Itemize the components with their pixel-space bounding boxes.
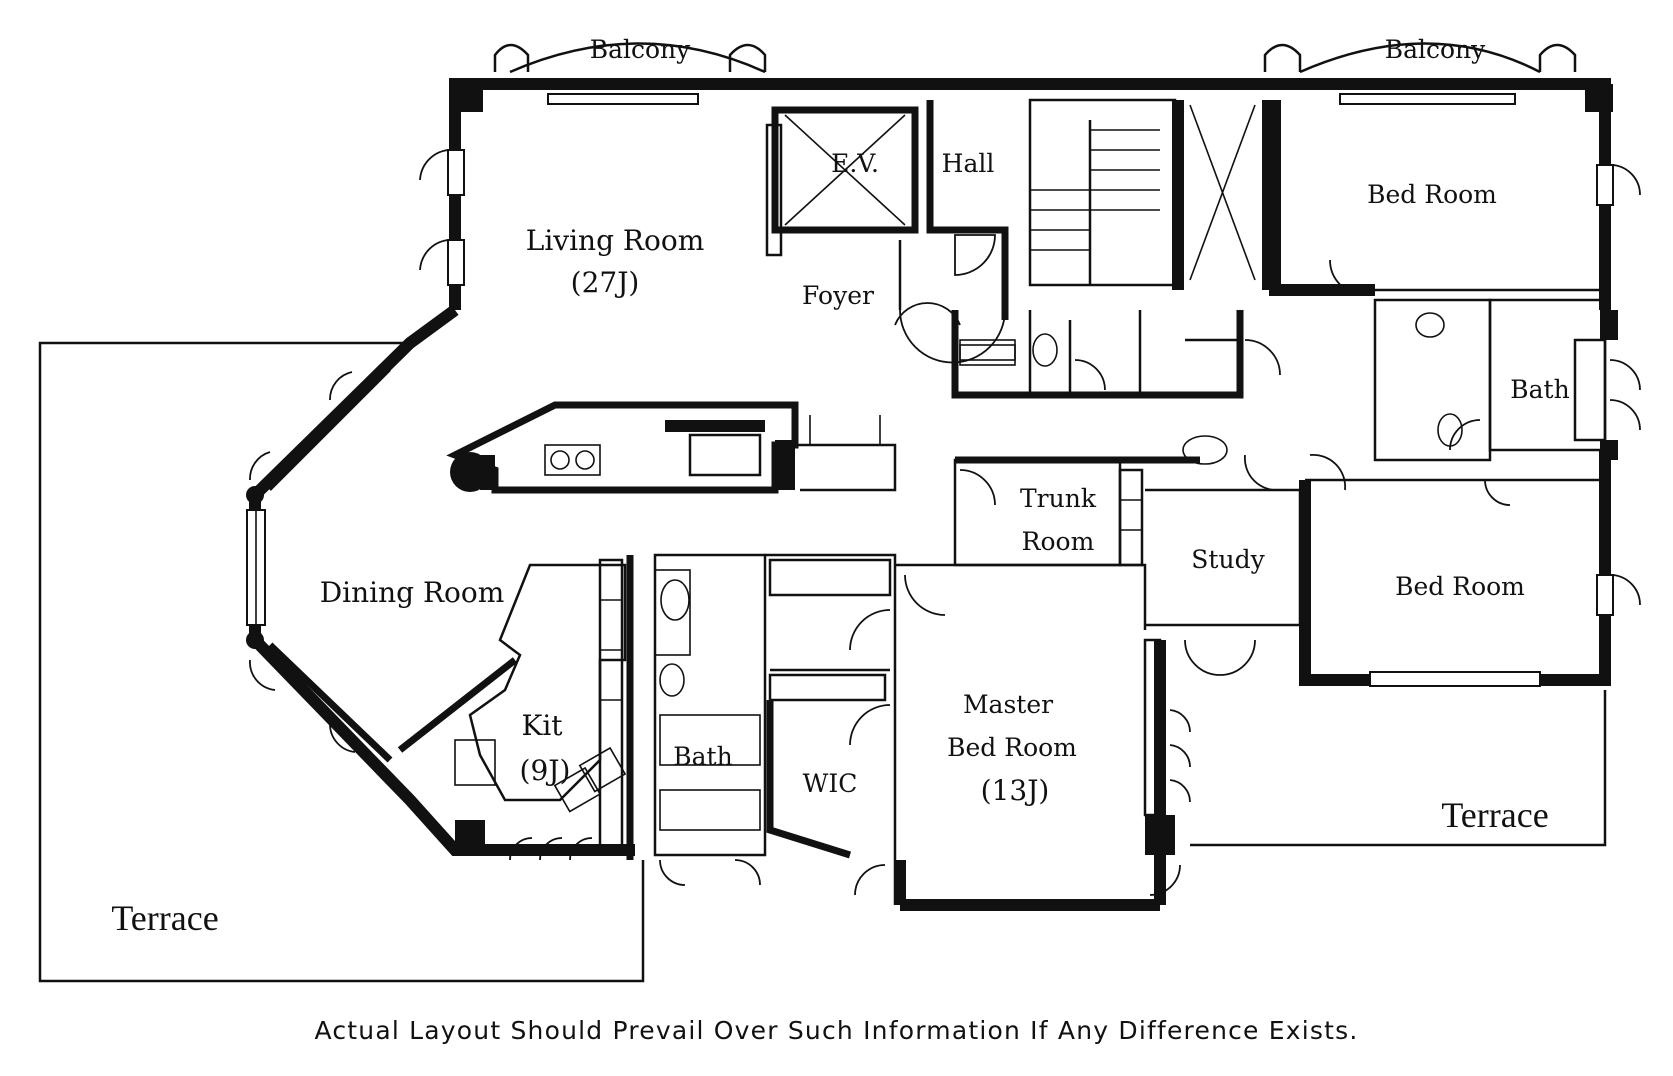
bedroom-lower-walls — [1305, 478, 1641, 687]
disclaimer-text: Actual Layout Should Prevail Over Such I… — [314, 1016, 1359, 1045]
kitchen-area — [397, 558, 627, 861]
balcony-right-label: Balcony — [1385, 35, 1486, 64]
core-elevator — [765, 106, 919, 257]
bedroom-lower-label: Bed Room — [1395, 572, 1525, 601]
study-walls — [1145, 435, 1347, 676]
dining-bay-windows — [246, 369, 393, 763]
bath-right-block — [1373, 298, 1641, 506]
terrace-right-label: Terrace — [1441, 795, 1548, 835]
master-bedroom-label-2: Bed Room — [947, 733, 1077, 762]
terrace-right-outline — [1190, 690, 1607, 847]
living-room-size-label: (27J) — [571, 266, 640, 299]
master-bedroom-size-label: (13J) — [981, 774, 1050, 807]
balcony-left-label: Balcony — [590, 35, 691, 64]
kitchen-size-label: (9J) — [520, 754, 571, 787]
bedroom-upper-walls — [1269, 100, 1641, 296]
trunk-room-label-2: Room — [1022, 527, 1095, 556]
study-label: Study — [1191, 545, 1265, 574]
wic-block — [765, 553, 897, 905]
bath-right-label: Bath — [1510, 375, 1569, 404]
kitchen-label: Kit — [521, 709, 563, 742]
kitchen-counter — [446, 401, 897, 494]
balcony-left — [493, 42, 767, 105]
hall-label: Hall — [942, 149, 995, 178]
foyer-label: Foyer — [802, 281, 874, 310]
living-west-windows — [419, 149, 465, 286]
living-room-label: Living Room — [526, 224, 705, 257]
bath-left-label: Bath — [673, 742, 732, 771]
foyer-entry — [894, 302, 1016, 366]
utility-strip — [951, 310, 1281, 399]
trunk-room-label-1: Trunk — [1020, 484, 1097, 513]
dining-room-label: Dining Room — [320, 576, 505, 609]
bedroom-upper-label: Bed Room — [1367, 180, 1497, 209]
wic-label: WIC — [803, 769, 858, 798]
trunk-room-walls — [953, 456, 1200, 567]
bath-left-block — [626, 553, 767, 886]
terrace-left-outline — [38, 341, 645, 983]
core-stairs — [1028, 98, 1274, 290]
terrace-left-label: Terrace — [111, 898, 218, 938]
master-bedroom-label-1: Master — [963, 690, 1053, 719]
core-hall — [898, 100, 1009, 364]
ev-label: E.V. — [831, 149, 879, 178]
balcony-right — [1263, 42, 1577, 105]
